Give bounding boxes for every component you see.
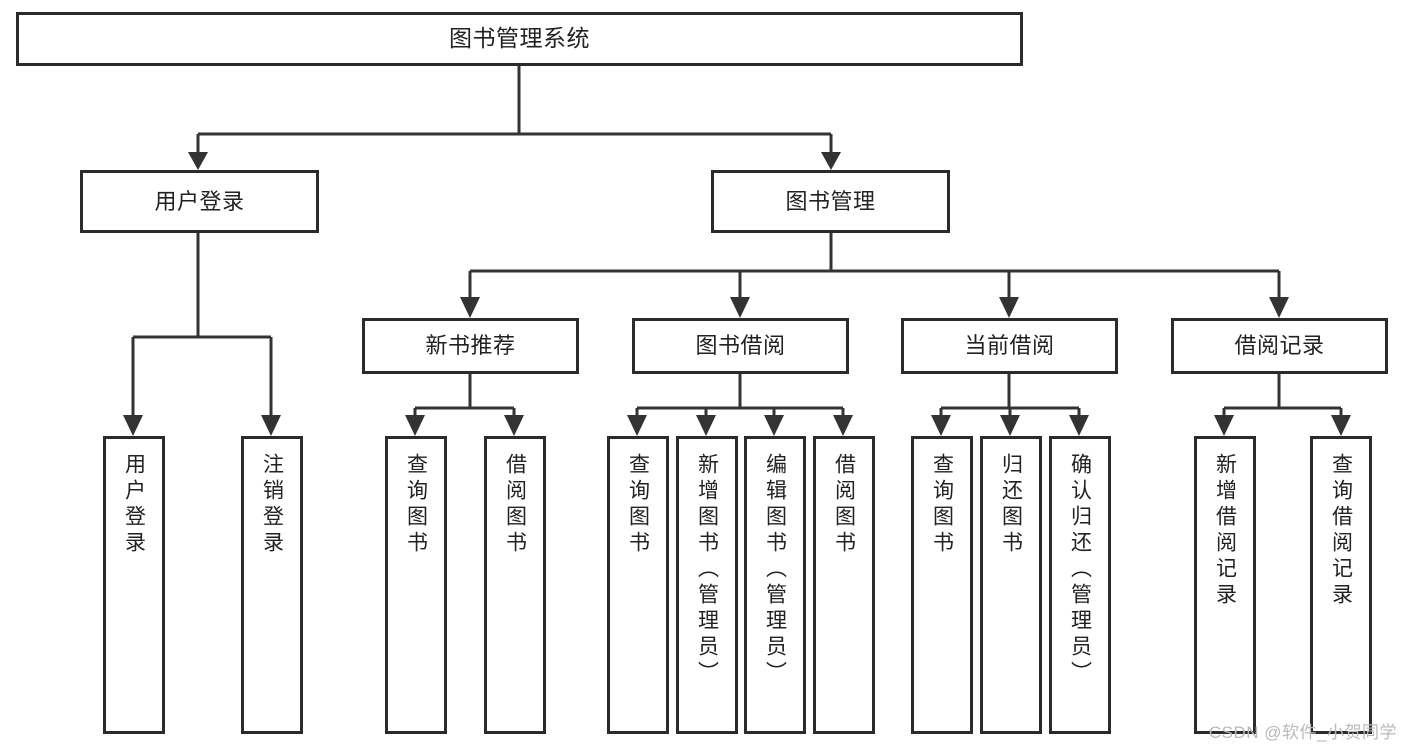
arrow-to-book-manage: [821, 152, 841, 170]
node-leaf-user-login-label: 用户登录: [122, 453, 146, 557]
node-book-manage[interactable]: 图书管理: [711, 170, 950, 233]
node-leaf-edit-book-label: 编辑图书（管理员）: [763, 453, 787, 687]
node-book-borrow-label: 图书借阅: [695, 333, 786, 359]
node-leaf-query-record-label: 查询借阅记录: [1329, 453, 1353, 609]
arrow-leaf-user-login: [123, 415, 143, 436]
node-new-book-rec[interactable]: 新书推荐: [362, 318, 579, 374]
node-user-login[interactable]: 用户登录: [80, 170, 319, 233]
arrow-to-book-borrow: [730, 297, 750, 318]
node-current-borrow-label: 当前借阅: [964, 333, 1055, 359]
arrow-leaf-borrow-book-1: [504, 415, 524, 436]
arrow-leaf-query-book-1: [405, 415, 425, 436]
node-leaf-borrow-book-1[interactable]: 借阅图书: [484, 436, 546, 734]
node-leaf-add-book[interactable]: 新增图书（管理员）: [676, 436, 738, 734]
arrow-leaf-query-book-2: [627, 415, 647, 436]
arrow-leaf-confirm-return: [1069, 415, 1089, 436]
node-leaf-user-login[interactable]: 用户登录: [103, 436, 165, 734]
node-leaf-return-book-label: 归还图书: [999, 453, 1023, 557]
node-borrow-record[interactable]: 借阅记录: [1171, 318, 1388, 374]
node-leaf-query-book-1-label: 查询图书: [404, 453, 428, 557]
node-leaf-confirm-return-label: 确认归还（管理员）: [1068, 453, 1092, 687]
node-leaf-query-book-1[interactable]: 查询图书: [385, 436, 447, 734]
node-borrow-record-label: 借阅记录: [1234, 333, 1325, 359]
node-leaf-return-book[interactable]: 归还图书: [980, 436, 1042, 734]
node-leaf-add-book-label: 新增图书（管理员）: [695, 453, 719, 687]
node-leaf-query-book-2[interactable]: 查询图书: [607, 436, 669, 734]
node-leaf-borrow-book-1-label: 借阅图书: [503, 453, 527, 557]
arrow-to-current-borrow: [999, 297, 1019, 318]
node-root-label: 图书管理系统: [449, 25, 590, 52]
arrow-leaf-add-book: [696, 415, 716, 436]
node-leaf-query-book-3-label: 查询图书: [930, 453, 954, 557]
node-leaf-user-logout-label: 注销登录: [260, 453, 284, 557]
node-book-manage-label: 图书管理: [785, 188, 876, 214]
node-current-borrow[interactable]: 当前借阅: [901, 318, 1118, 374]
node-leaf-query-book-2-label: 查询图书: [626, 453, 650, 557]
node-leaf-query-book-3[interactable]: 查询图书: [911, 436, 973, 734]
arrow-to-user-login: [188, 152, 208, 170]
csdn-watermark: CSDN @软件_小贺同学: [1208, 723, 1397, 742]
node-leaf-add-record-label: 新增借阅记录: [1213, 453, 1237, 609]
node-leaf-confirm-return[interactable]: 确认归还（管理员）: [1049, 436, 1111, 734]
node-leaf-add-record[interactable]: 新增借阅记录: [1194, 436, 1256, 734]
node-leaf-user-logout[interactable]: 注销登录: [241, 436, 303, 734]
node-leaf-borrow-book-2-label: 借阅图书: [832, 453, 856, 557]
arrow-leaf-add-record: [1214, 415, 1234, 436]
arrow-to-borrow-record: [1269, 297, 1289, 318]
arrow-leaf-borrow-book-2: [833, 415, 853, 436]
node-user-login-label: 用户登录: [154, 188, 245, 214]
node-leaf-query-record[interactable]: 查询借阅记录: [1310, 436, 1372, 734]
arrow-leaf-user-logout: [261, 415, 281, 436]
node-new-book-rec-label: 新书推荐: [425, 333, 516, 359]
arrow-to-new-book-rec: [460, 297, 480, 318]
arrow-leaf-return-book: [1000, 415, 1020, 436]
node-leaf-borrow-book-2[interactable]: 借阅图书: [813, 436, 875, 734]
arrow-leaf-query-book-3: [931, 415, 951, 436]
node-root[interactable]: 图书管理系统: [16, 12, 1023, 66]
node-leaf-edit-book[interactable]: 编辑图书（管理员）: [744, 436, 806, 734]
arrow-leaf-edit-book: [764, 415, 784, 436]
node-book-borrow[interactable]: 图书借阅: [632, 318, 849, 374]
arrow-leaf-query-record: [1331, 415, 1351, 436]
